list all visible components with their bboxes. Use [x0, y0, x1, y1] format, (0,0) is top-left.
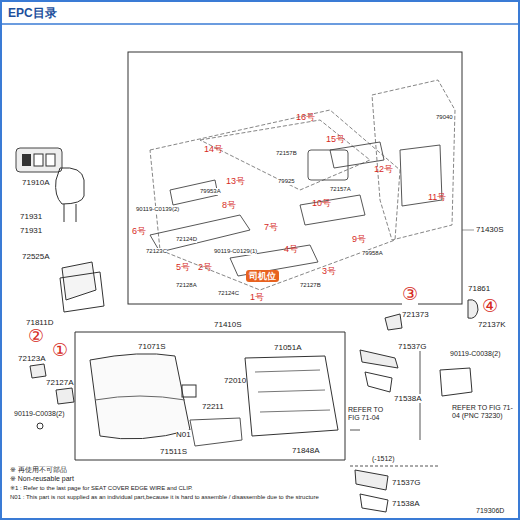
part-number: 72123C	[146, 248, 167, 255]
callout-number: 5号	[176, 262, 190, 272]
callout-number: 2号	[198, 262, 212, 272]
part-number: 72124D	[176, 236, 197, 243]
part-number: 71537G	[392, 478, 420, 487]
callout-number: 8号	[222, 200, 236, 210]
part-number: 79040	[436, 114, 453, 121]
note-text: N01 : This part is not supplied as an in…	[10, 494, 340, 501]
callout-number: 11号	[428, 192, 446, 202]
callout-circle: ③	[402, 284, 418, 305]
callout-number: 10号	[312, 198, 331, 208]
part-number: 71538A	[392, 499, 420, 508]
part-number: 71910A	[22, 178, 50, 187]
callout-number: 3号	[322, 266, 336, 276]
part-number: 721373	[402, 310, 429, 319]
callout-number: 13号	[226, 176, 245, 186]
part-number: 71931	[20, 212, 42, 221]
part-number: 71848A	[292, 446, 320, 455]
part-number: 71430S	[476, 225, 504, 234]
part-number: 90119-C0038(2)	[450, 350, 500, 358]
callout-circle: ①	[52, 340, 68, 361]
part-number: 72010	[224, 376, 246, 385]
range-note: (-1512)	[372, 455, 395, 463]
part-number: 72157B	[276, 150, 297, 157]
part-number: 79958A	[362, 250, 383, 257]
callout-number: 12号	[374, 164, 393, 174]
part-number: 71051A	[274, 343, 302, 352]
part-number: 71538A	[394, 394, 422, 403]
part-number: 72211	[202, 402, 224, 411]
part-number: 72525A	[22, 252, 50, 261]
part-number: 90119-C0038(2)	[14, 410, 64, 418]
part-number: 72127B	[300, 282, 321, 289]
part-number: 71071S	[138, 342, 166, 351]
callout-circle: ②	[28, 326, 44, 347]
callout-number: 14号	[204, 144, 223, 154]
callout-circle: ④	[482, 296, 498, 317]
note-text: ※ Non-reusable part	[10, 475, 74, 483]
figure-number: 719306D	[476, 507, 504, 515]
part-number: 72128A	[176, 282, 197, 289]
callout-number: 9号	[352, 234, 366, 244]
note-text: ※1 : Refer to the last page for SEAT COV…	[10, 485, 340, 492]
part-number: 72157A	[330, 186, 351, 193]
part-number: 72127A	[46, 378, 74, 387]
part-number: 72123A	[18, 354, 46, 363]
part-number: 71931	[20, 226, 42, 235]
callout-number: 1号	[250, 292, 264, 302]
page-title: EPC目录	[8, 5, 57, 22]
part-number: 90119-C0129(1)	[214, 248, 257, 255]
callout-number: 4号	[284, 244, 298, 254]
part-number: 90119-C0139(2)	[136, 206, 179, 213]
callout-number: 16号	[296, 112, 315, 122]
part-number: 71861	[468, 284, 490, 293]
part-number: 72137K	[478, 320, 506, 329]
part-number: 71410S	[214, 320, 242, 329]
part-number: 72124C	[218, 290, 239, 297]
part-number: 71511S	[160, 447, 187, 456]
part-number: 79925	[278, 178, 295, 185]
part-number: 71537G	[398, 342, 426, 351]
position-stamp: 司机位	[246, 270, 279, 282]
callout-number: 6号	[132, 226, 146, 236]
reference-note: REFER TO FIG 71-04 (PNC 73230)	[452, 404, 514, 420]
note-text: ※ 再使用不可部品	[10, 466, 67, 474]
part-number: N01	[176, 430, 191, 439]
callout-number: 15号	[326, 134, 345, 144]
callout-number: 7号	[264, 222, 278, 232]
part-number: 79953A	[200, 188, 221, 195]
reference-note: REFER TO FIG 71-04	[348, 406, 394, 422]
